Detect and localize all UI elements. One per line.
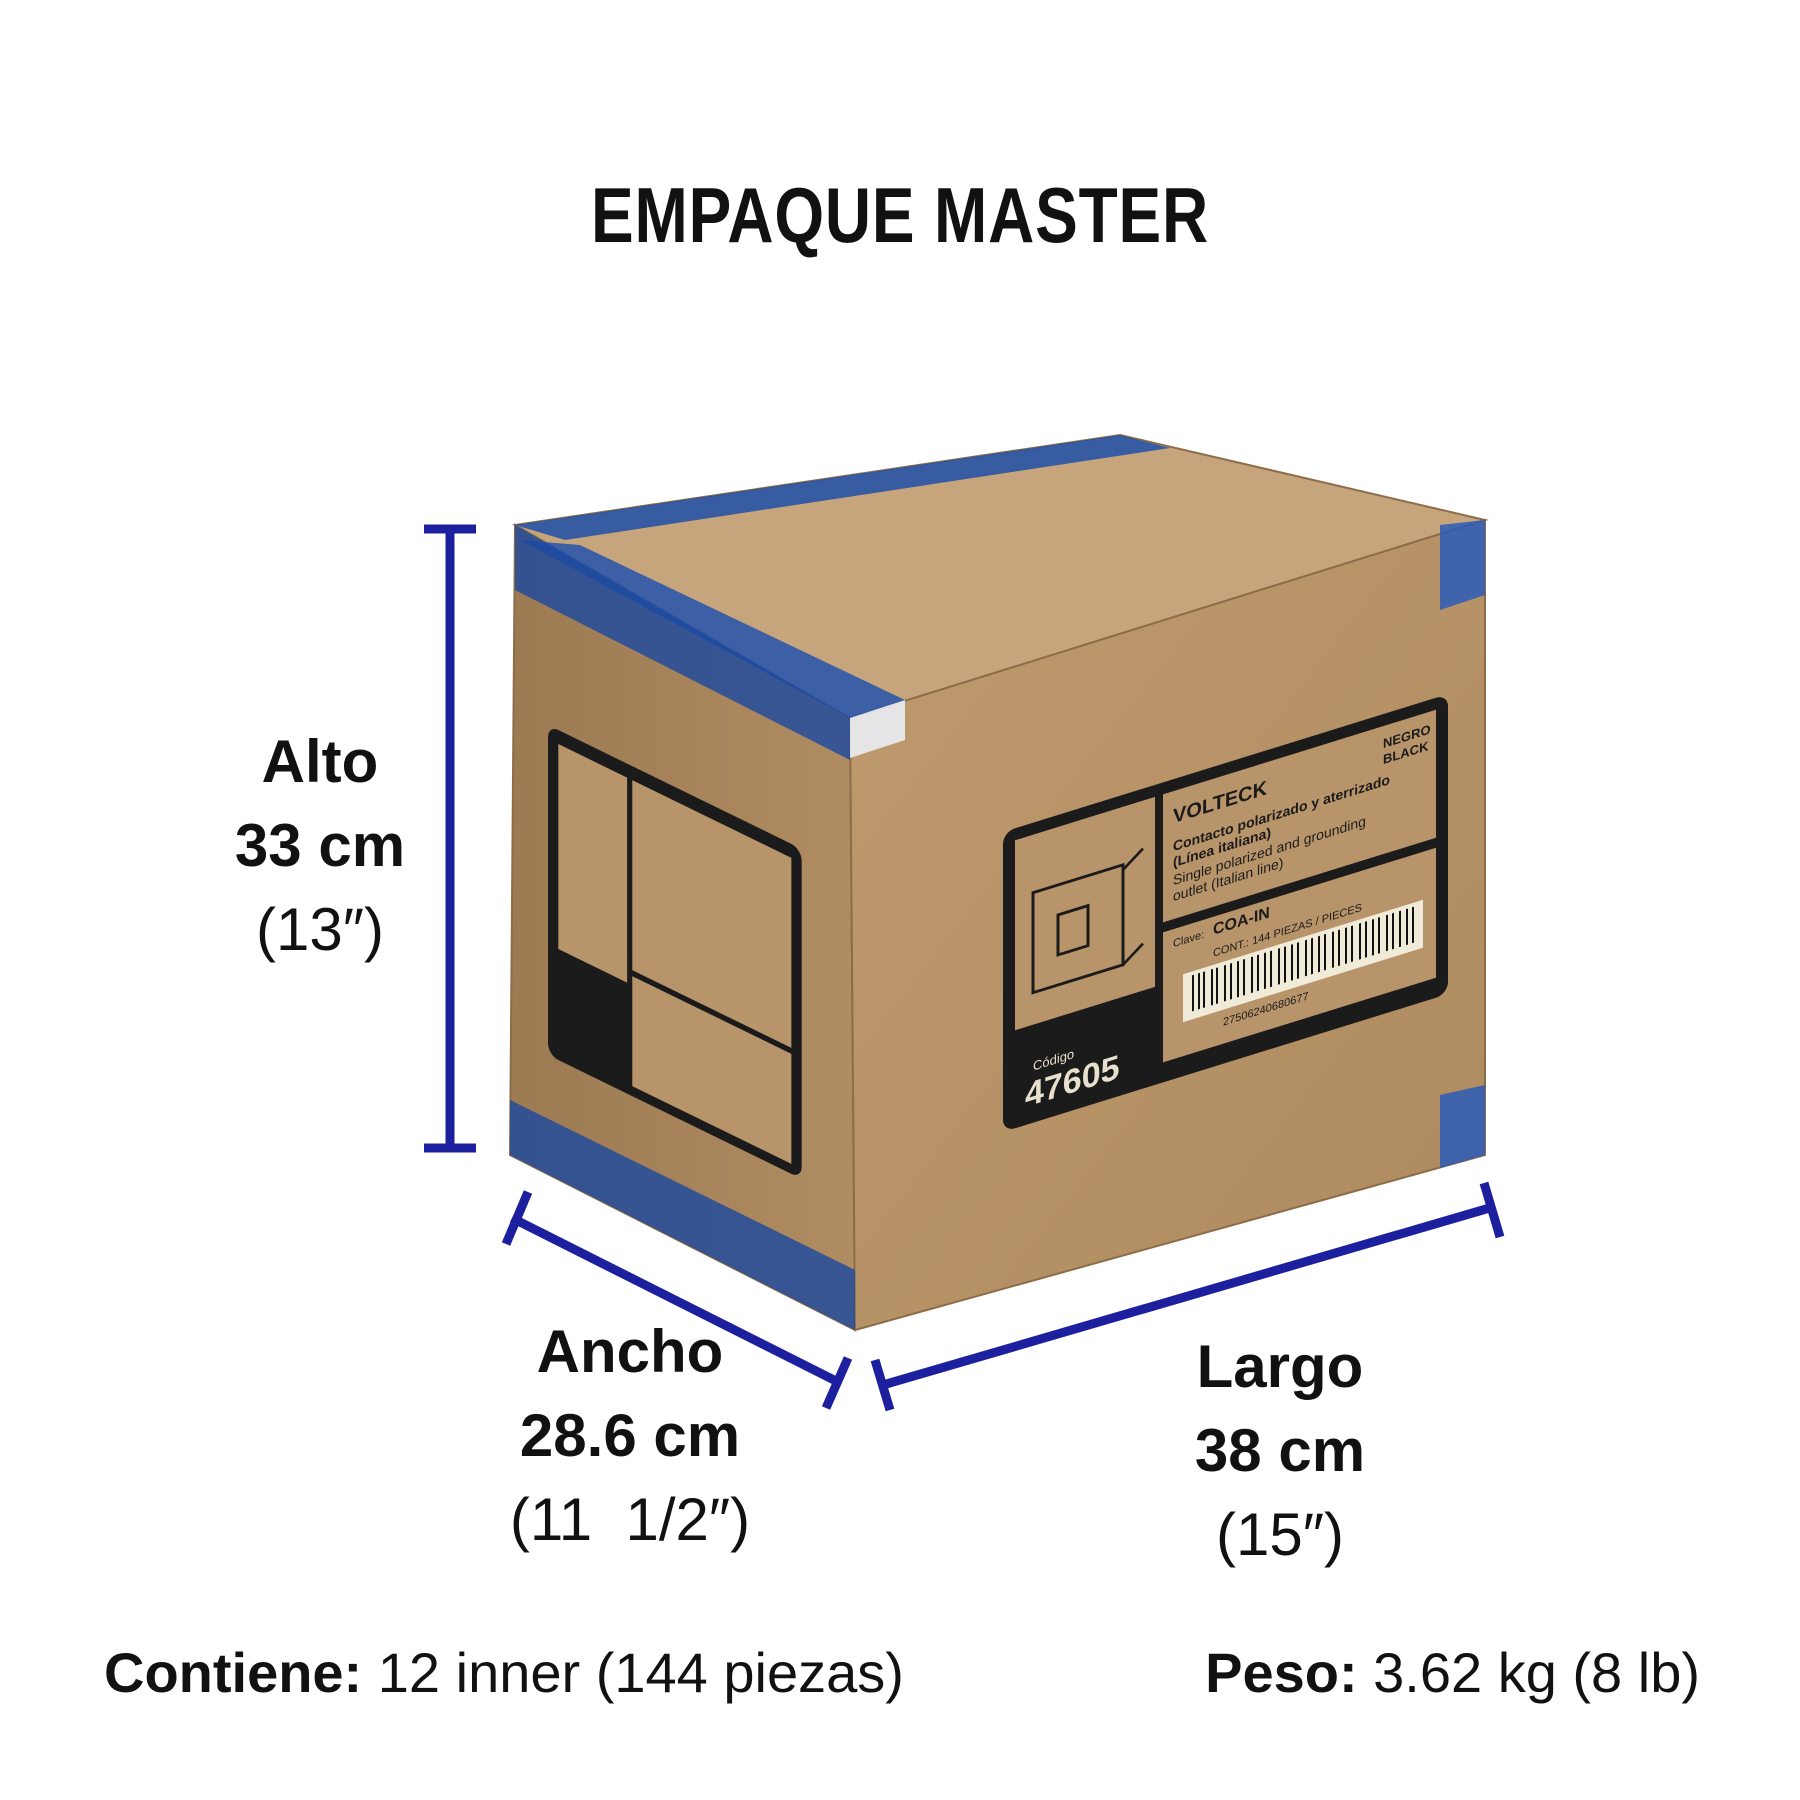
- alto-label: Alto: [261, 728, 379, 795]
- contents-label: Contiene:: [104, 1641, 363, 1704]
- ancho-metric: 28.6 cm: [519, 1402, 741, 1469]
- box-label-left: [548, 729, 802, 1175]
- barcode: [1192, 906, 1414, 1012]
- tape-corner-top-right: [1440, 520, 1485, 610]
- contents-info: Contiene: 12 inner (144 piezas): [104, 1640, 904, 1705]
- alto-metric: 33 cm: [234, 812, 406, 879]
- largo-label: Largo: [1196, 1333, 1364, 1400]
- weight-label: Peso:: [1205, 1641, 1358, 1704]
- dimension-label-ancho: Ancho 28.6 cm (11 1/2″): [470, 1310, 790, 1562]
- largo-metric: 38 cm: [1194, 1417, 1366, 1484]
- largo-imperial: (15″): [1216, 1501, 1344, 1568]
- tape-white-strip: [850, 700, 905, 758]
- box-label-right: VOLTECK NEGRO BLACK Contacto polarizado …: [1003, 697, 1448, 1129]
- ancho-imperial: (11 1/2″): [509, 1486, 751, 1553]
- weight-info: Peso: 3.62 kg (8 lb): [1205, 1640, 1700, 1705]
- dimension-largo: [870, 1181, 1505, 1412]
- ancho-label: Ancho: [536, 1318, 724, 1385]
- contents-value: 12 inner (144 piezas): [377, 1641, 904, 1704]
- tape-corner-bottom-right: [1440, 1085, 1485, 1168]
- outlet-drawing: [1031, 847, 1144, 995]
- dimension-ancho: [501, 1190, 853, 1410]
- tape-left-bottom: [510, 1100, 855, 1330]
- alto-imperial: (13″): [256, 896, 384, 963]
- dimension-alto: [424, 524, 476, 1153]
- dimension-label-alto: Alto 33 cm (13″): [190, 720, 450, 972]
- tape-top: [515, 435, 1170, 540]
- tape-left-top: [515, 525, 850, 760]
- weight-value: 3.62 kg (8 lb): [1373, 1641, 1700, 1704]
- page-title: EMPAQUE MASTER: [591, 171, 1209, 259]
- dimension-label-largo: Largo 38 cm (15″): [1130, 1325, 1430, 1577]
